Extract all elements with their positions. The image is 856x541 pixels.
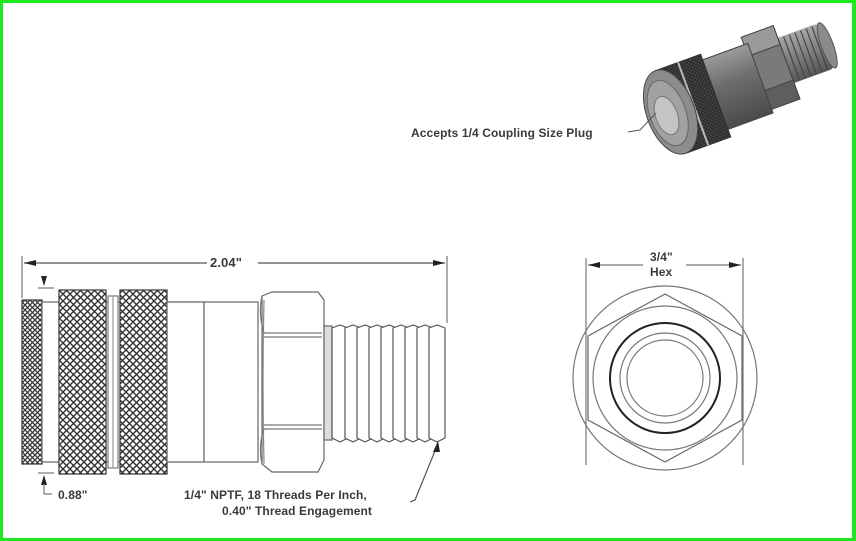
plug-size-callout: Accepts 1/4 Coupling Size Plug xyxy=(411,126,593,140)
overall-length-dimension: 2.04" xyxy=(210,255,242,270)
isometric-coupler-image xyxy=(642,22,838,155)
hex-label: Hex xyxy=(650,265,673,279)
side-view-drawing xyxy=(21,256,448,503)
hex-size-dimension: 3/4" xyxy=(650,250,673,264)
thread-callout-line2: 0.40" Thread Engagement xyxy=(222,504,373,518)
thread-callout-line1: 1/4" NPTF, 18 Threads Per Inch, xyxy=(184,488,367,502)
end-view-drawing xyxy=(572,258,758,471)
callout-leader-line xyxy=(627,112,657,133)
diameter-dimension: 0.88" xyxy=(58,488,88,502)
